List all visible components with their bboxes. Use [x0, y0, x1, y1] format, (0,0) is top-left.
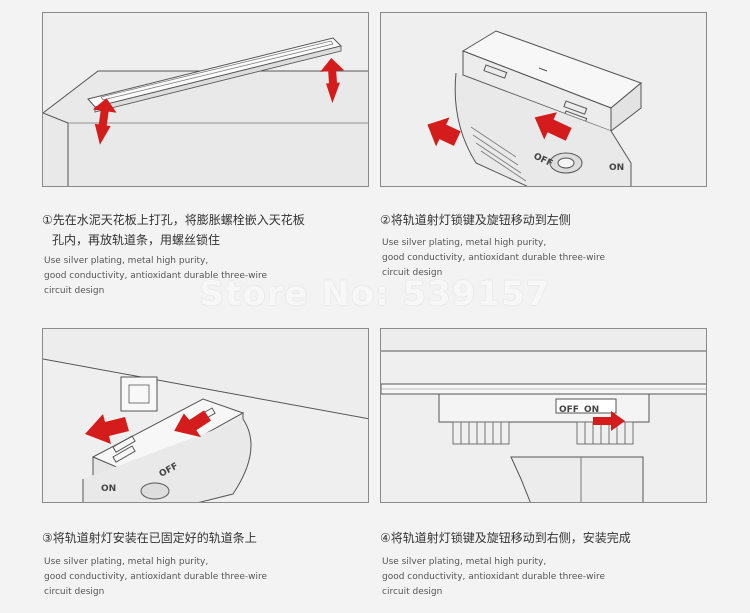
step-4-description: Use silver plating, metal high purity, g…	[382, 555, 662, 600]
lamp-adapter-drawing: OFF ON	[427, 30, 642, 186]
step-1-illustration	[42, 12, 369, 187]
off-label: OFF	[559, 405, 579, 415]
desc-line: Use silver plating, metal high purity,	[44, 557, 209, 567]
desc-line: circuit design	[44, 587, 105, 597]
lamp-locked-drawing: OFF ON	[381, 329, 706, 502]
desc-line: good conductivity, antioxidant durable t…	[382, 253, 606, 263]
step-1-title-line2: 孔内，再放轨道条，用螺丝锁住	[52, 233, 221, 247]
desc-line: Use silver plating, metal high purity,	[382, 557, 547, 567]
left-arrow-icon	[534, 112, 572, 141]
step-1-title: ①先在水泥天花板上打孔，将膨胀螺栓嵌入天花板	[42, 213, 305, 227]
up-arrow-icon	[320, 58, 345, 104]
step-4-illustration: OFF ON	[380, 328, 707, 503]
step-2-description: Use silver plating, metal high purity, g…	[382, 236, 662, 281]
lamp-mount-drawing: ON OFF	[43, 329, 368, 502]
ceiling-track-drawing	[43, 37, 368, 186]
step-1-description: Use silver plating, metal high purity, g…	[44, 254, 324, 299]
desc-line: good conductivity, antioxidant durable t…	[44, 271, 268, 281]
on-label: ON	[101, 484, 116, 494]
up-arrow-icon	[92, 98, 117, 145]
up-arrow-icon	[174, 410, 211, 438]
store-watermark: Store No: 539157	[199, 274, 551, 314]
step-3-illustration: ON OFF	[42, 328, 369, 503]
desc-line: circuit design	[44, 286, 105, 296]
on-label: ON	[584, 405, 599, 415]
right-arrow-icon	[593, 411, 625, 431]
desc-line: Use silver plating, metal high purity,	[44, 256, 209, 266]
step-3-title: ③将轨道射灯安装在已固定好的轨道条上	[42, 531, 257, 545]
desc-line: good conductivity, antioxidant durable t…	[382, 572, 606, 582]
desc-line: circuit design	[382, 268, 443, 278]
step-4-title: ④将轨道射灯锁键及旋钮移动到右侧，安装完成	[380, 531, 631, 545]
step-2-title: ②将轨道射灯锁键及旋钮移动到左侧	[380, 213, 571, 227]
desc-line: Use silver plating, metal high purity,	[382, 238, 547, 248]
left-arrow-icon	[427, 117, 461, 147]
desc-line: circuit design	[382, 587, 443, 597]
up-arrow-icon	[85, 414, 129, 444]
step-3-description: Use silver plating, metal high purity, g…	[44, 555, 324, 600]
on-label: ON	[609, 163, 624, 173]
desc-line: good conductivity, antioxidant durable t…	[44, 572, 268, 582]
step-2-illustration: OFF ON	[380, 12, 707, 187]
